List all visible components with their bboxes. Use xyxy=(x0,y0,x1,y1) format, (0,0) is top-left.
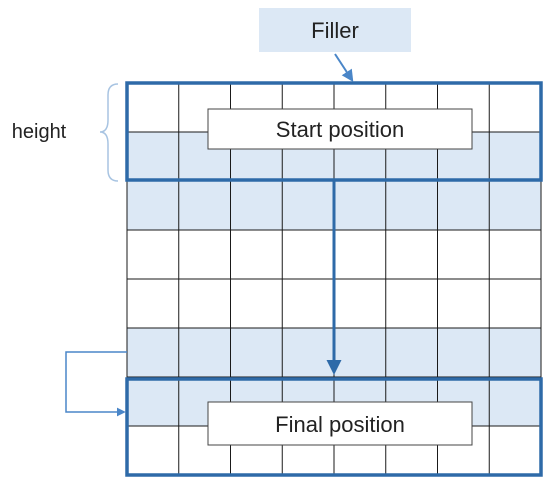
wrap-connector-arrow xyxy=(65,351,127,417)
final-position-frame xyxy=(125,377,543,477)
height-bracket xyxy=(99,83,119,182)
final-position-box xyxy=(207,401,473,446)
filler-pointer-arrow xyxy=(334,53,354,83)
filler-box xyxy=(259,8,411,52)
start-position-box xyxy=(207,108,473,150)
height-label: height xyxy=(12,121,67,143)
final-position-label: Final position xyxy=(275,412,405,437)
start-position-label: Start position xyxy=(276,117,404,142)
filler-label: Filler xyxy=(311,18,359,43)
